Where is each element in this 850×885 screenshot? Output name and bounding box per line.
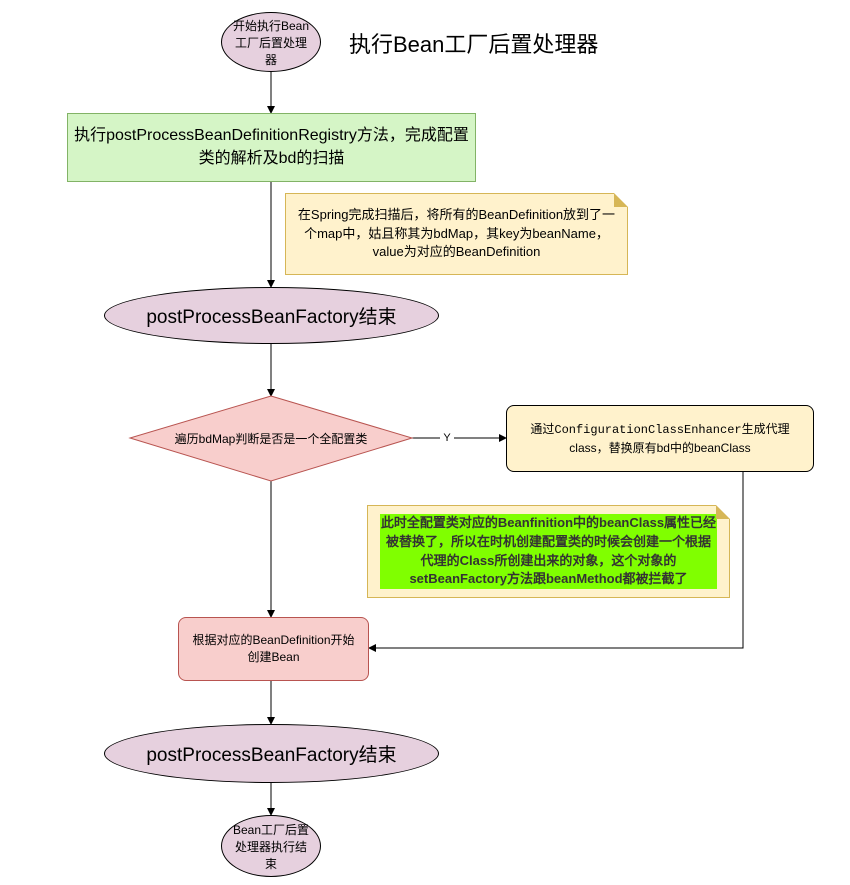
end-factory-label-2: postProcessBeanFactory结束: [146, 745, 397, 766]
enhancer-suffix: 生成代理class，替换原有bd中的beanClass: [569, 422, 790, 455]
enhancer-class-name: ConfigurationClassEnhancer: [554, 423, 742, 437]
yes-text: Y: [443, 432, 451, 444]
end-factory-node-1: postProcessBeanFactory结束: [104, 287, 439, 344]
finish-label: Bean工厂后置处理器执行结束: [232, 822, 310, 871]
decision-label: 遍历bdMap判断是否是一个全配置类: [160, 425, 382, 451]
decision-diamond: [128, 395, 414, 482]
edge-enhancer-to-create: [368, 472, 744, 652]
end-factory-node-2: postProcessBeanFactory结束: [104, 724, 439, 783]
enhancer-prefix: 通过: [530, 422, 555, 436]
proxy-note-text: 此时全配置类对应的Beanfinition中的beanClass属性已经被替换了…: [380, 513, 717, 590]
create-bean-step: 根据对应的BeanDefinition开始创建Bean: [178, 617, 369, 681]
scan-note: 在Spring完成扫描后，将所有的BeanDefinition放到了一个map中…: [285, 193, 628, 275]
registry-step-label: 执行postProcessBeanDefinitionRegistry方法，完成…: [74, 127, 469, 167]
note-fold: [614, 193, 628, 207]
create-bean-label: 根据对应的BeanDefinition开始创建Bean: [192, 632, 355, 664]
note-fold: [716, 505, 730, 519]
yes-label: Y: [440, 430, 454, 446]
diagram-title: 执行Bean工厂后置处理器: [349, 32, 599, 57]
proxy-note: 此时全配置类对应的Beanfinition中的beanClass属性已经被替换了…: [367, 505, 730, 598]
scan-note-text: 在Spring完成扫描后，将所有的BeanDefinition放到了一个map中…: [297, 206, 616, 260]
start-label: 开始执行Bean工厂后置处理器: [232, 18, 310, 67]
enhancer-step: 通过ConfigurationClassEnhancer生成代理class，替换…: [506, 405, 814, 472]
start-node: 开始执行Bean工厂后置处理器: [221, 12, 321, 72]
end-factory-label-1: postProcessBeanFactory结束: [146, 307, 397, 328]
finish-node: Bean工厂后置处理器执行结束: [221, 815, 321, 877]
enhancer-text: 通过ConfigurationClassEnhancer生成代理class，替换…: [513, 420, 807, 457]
decision-text: 遍历bdMap判断是否是一个全配置类: [174, 431, 368, 446]
registry-step: 执行postProcessBeanDefinitionRegistry方法，完成…: [67, 113, 476, 182]
